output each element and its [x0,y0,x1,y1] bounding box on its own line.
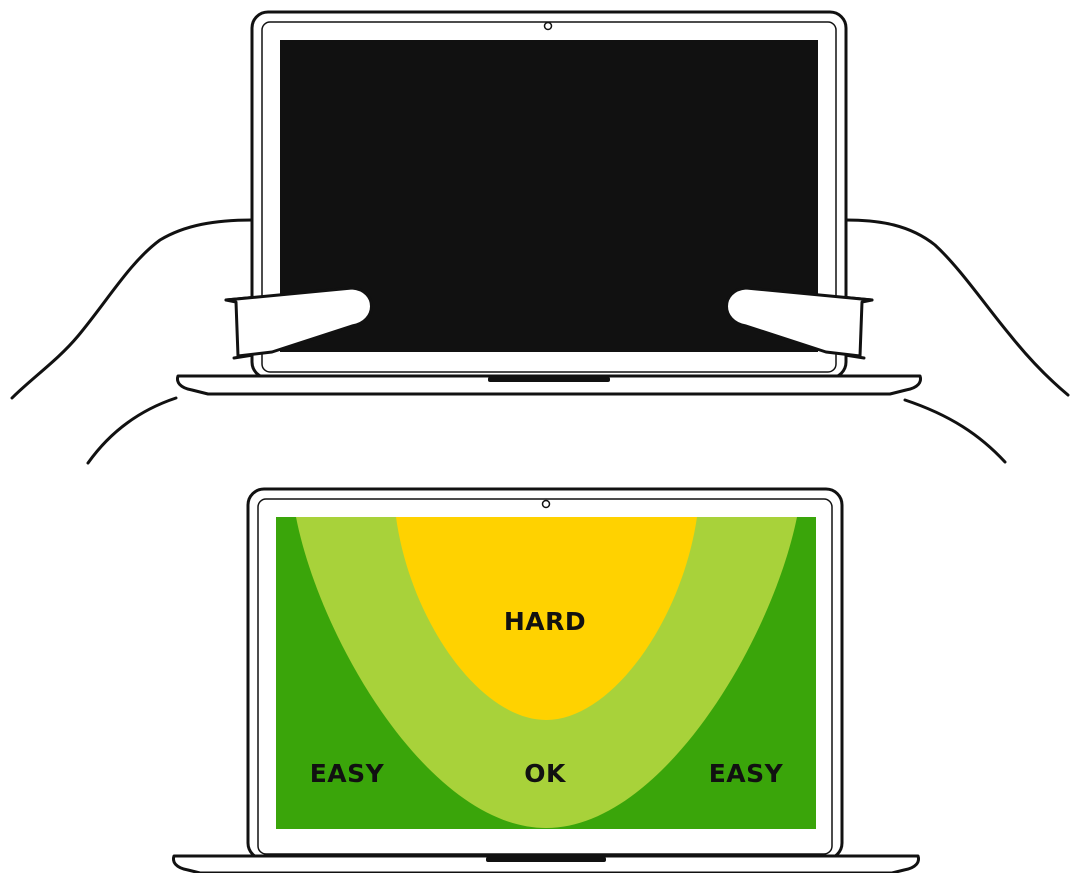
laptop-notch [488,377,610,382]
camera-icon [545,23,552,30]
ok-label: OK [524,759,567,788]
easy-left-label: EASY [310,759,385,788]
laptop-notch-2 [486,857,606,862]
hard-label: HARD [504,607,586,636]
easy-right-label: EASY [709,759,784,788]
camera-icon [543,501,550,508]
bottom-illustration: HARD OK EASY EASY [174,489,919,873]
top-illustration [12,12,1068,463]
